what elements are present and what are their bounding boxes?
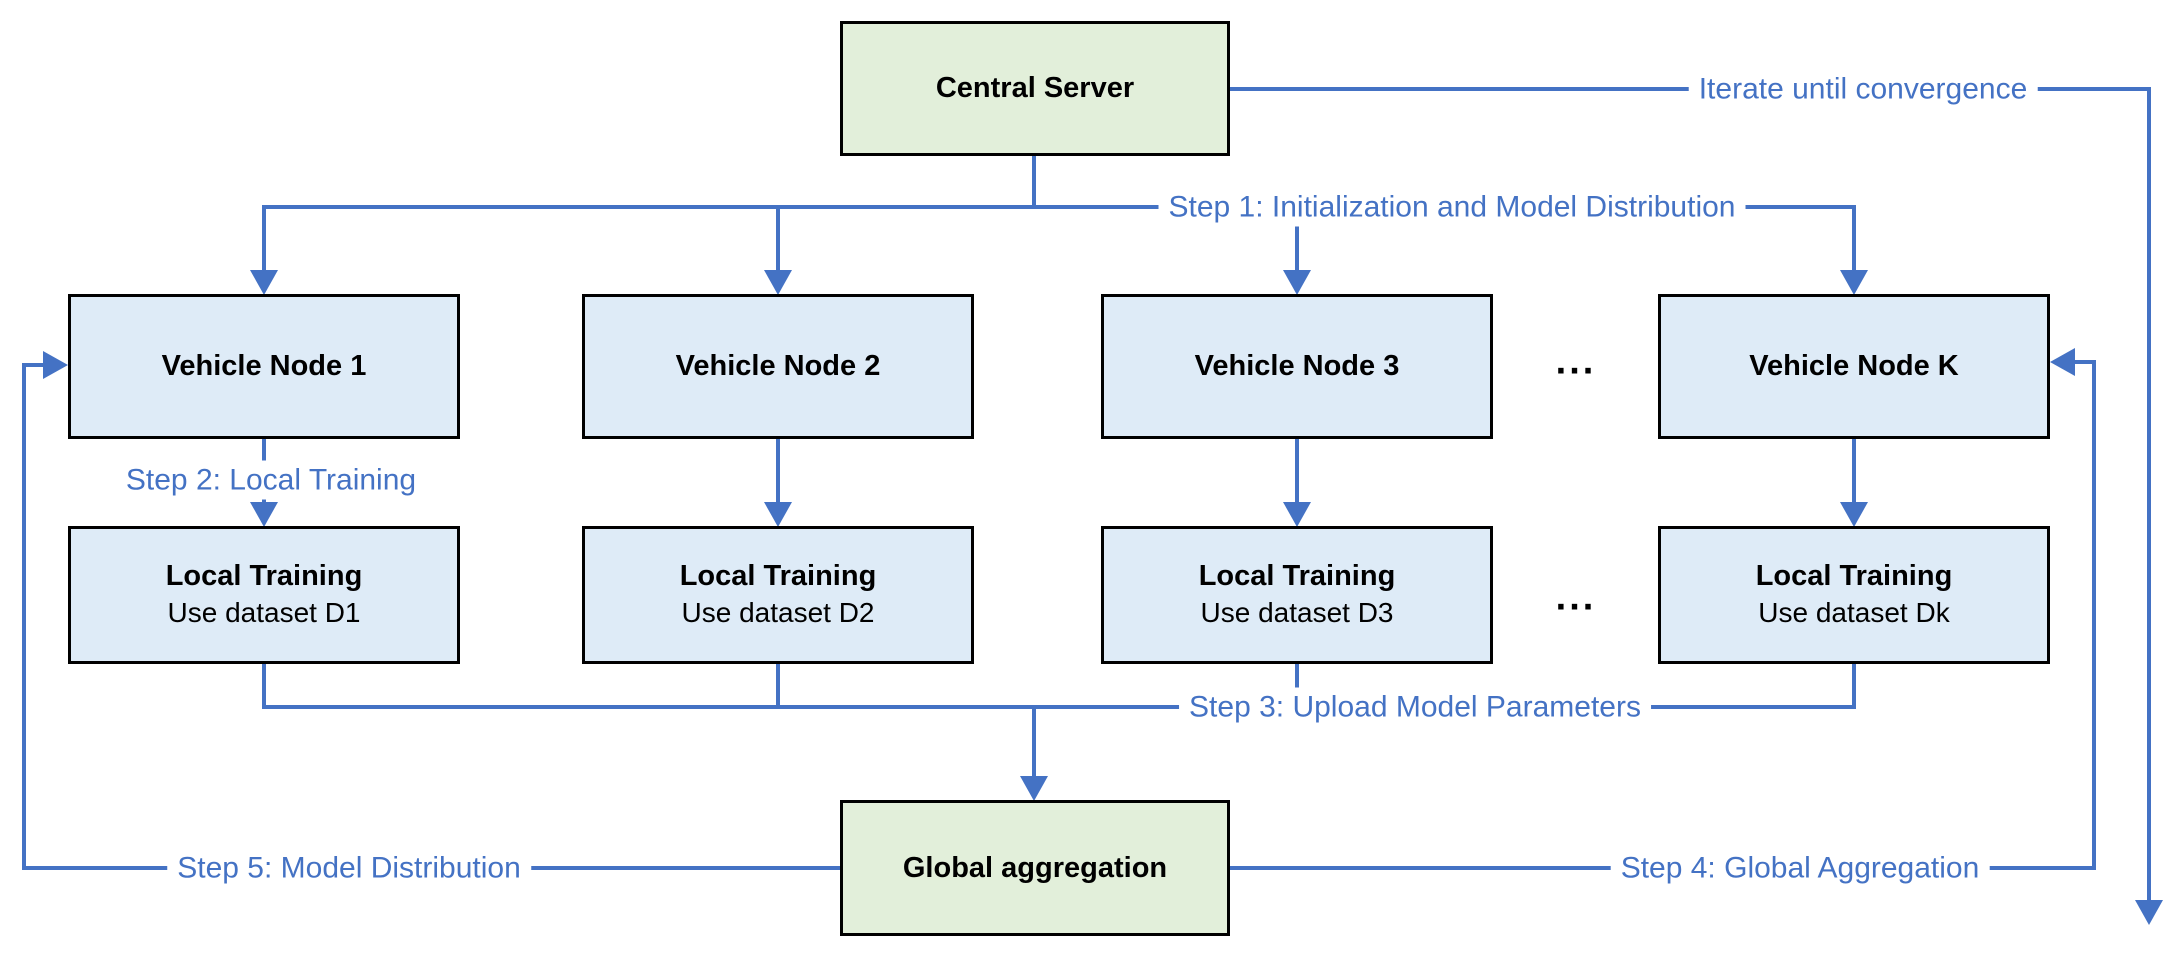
step2-drop-2-line — [776, 439, 780, 503]
local-training-row-ellipsis: ... — [1555, 576, 1597, 619]
step1-drop-vk-line — [1852, 205, 1856, 271]
global-aggregation-label: Global aggregation — [902, 851, 1168, 884]
step1-label: Step 1: Initialization and Model Distrib… — [1158, 187, 1746, 227]
step3-rise-3-line — [1295, 664, 1299, 709]
step4-vertical-line — [2092, 360, 2096, 870]
vehicle-row-ellipsis: ... — [1555, 340, 1597, 383]
global-aggregation-node: Global aggregation — [840, 800, 1230, 936]
local-training-k-dataset: Use dataset Dk — [1758, 597, 1950, 629]
vehicle-node-k: Vehicle Node K — [1658, 294, 2050, 439]
vehicle-node-k-label: Vehicle Node K — [1749, 350, 1959, 383]
step3-horizontal-line — [262, 705, 1856, 709]
vehicle-node-3-label: Vehicle Node 3 — [1194, 350, 1400, 383]
arrow-into-vehicle-3-icon — [1283, 270, 1311, 295]
iterate-end-arrow-icon — [2135, 900, 2163, 925]
arrow-into-vehicle-1-left-icon — [43, 351, 68, 379]
step2-drop-k-line — [1852, 439, 1856, 503]
step3-label: Step 3: Upload Model Parameters — [1179, 687, 1651, 727]
arrow-into-local-3-icon — [1283, 502, 1311, 527]
arrow-into-vehicle-2-icon — [764, 270, 792, 295]
arrow-into-local-k-icon — [1840, 502, 1868, 527]
step5-stub-line — [24, 363, 46, 367]
step3-rise-2-line — [776, 664, 780, 709]
local-training-2-dataset: Use dataset D2 — [681, 597, 875, 629]
local-training-3-title: Local Training — [1198, 559, 1396, 592]
step3-drop-global-line — [1032, 705, 1036, 777]
step1-horizontal-line — [262, 205, 1856, 209]
step5-vertical-line — [22, 363, 26, 870]
arrow-into-global-aggregation-icon — [1020, 776, 1048, 801]
step2-drop-3-line — [1295, 439, 1299, 503]
step5-label: Step 5: Model Distribution — [167, 848, 531, 888]
local-training-k-title: Local Training — [1755, 559, 1953, 592]
central-server-drop-line — [1032, 156, 1036, 209]
vehicle-node-1: Vehicle Node 1 — [68, 294, 460, 439]
step1-drop-v1-line — [262, 205, 266, 271]
vehicle-node-1-label: Vehicle Node 1 — [161, 350, 367, 383]
step1-drop-v2-line — [776, 205, 780, 271]
local-training-2-title: Local Training — [679, 559, 877, 592]
arrow-into-vehicle-1-icon — [250, 270, 278, 295]
step4-stub-line — [2072, 360, 2096, 364]
arrow-into-vehicle-k-icon — [1840, 270, 1868, 295]
arrow-into-local-1-icon — [250, 502, 278, 527]
vehicle-node-3: Vehicle Node 3 — [1101, 294, 1493, 439]
step3-rise-k-line — [1852, 664, 1856, 709]
arrow-into-vehicle-k-right-icon — [2050, 348, 2075, 376]
central-server-label: Central Server — [935, 72, 1135, 105]
local-training-1: Local Training Use dataset D1 — [68, 526, 460, 664]
vehicle-node-2-label: Vehicle Node 2 — [675, 350, 881, 383]
local-training-2: Local Training Use dataset D2 — [582, 526, 974, 664]
step2-label: Step 2: Local Training — [115, 460, 427, 500]
vehicle-node-2: Vehicle Node 2 — [582, 294, 974, 439]
local-training-1-title: Local Training — [165, 559, 363, 592]
local-training-3: Local Training Use dataset D3 — [1101, 526, 1493, 664]
step4-label: Step 4: Global Aggregation — [1610, 848, 1990, 888]
step1-drop-v3-line — [1295, 205, 1299, 271]
arrow-into-local-2-icon — [764, 502, 792, 527]
step3-rise-1-line — [262, 664, 266, 709]
local-training-3-dataset: Use dataset D3 — [1200, 597, 1394, 629]
local-training-1-dataset: Use dataset D1 — [167, 597, 361, 629]
central-server-node: Central Server — [840, 21, 1230, 156]
iterate-vertical-line — [2147, 87, 2151, 902]
iterate-label: Iterate until convergence — [1688, 69, 2038, 109]
local-training-k: Local Training Use dataset Dk — [1658, 526, 2050, 664]
